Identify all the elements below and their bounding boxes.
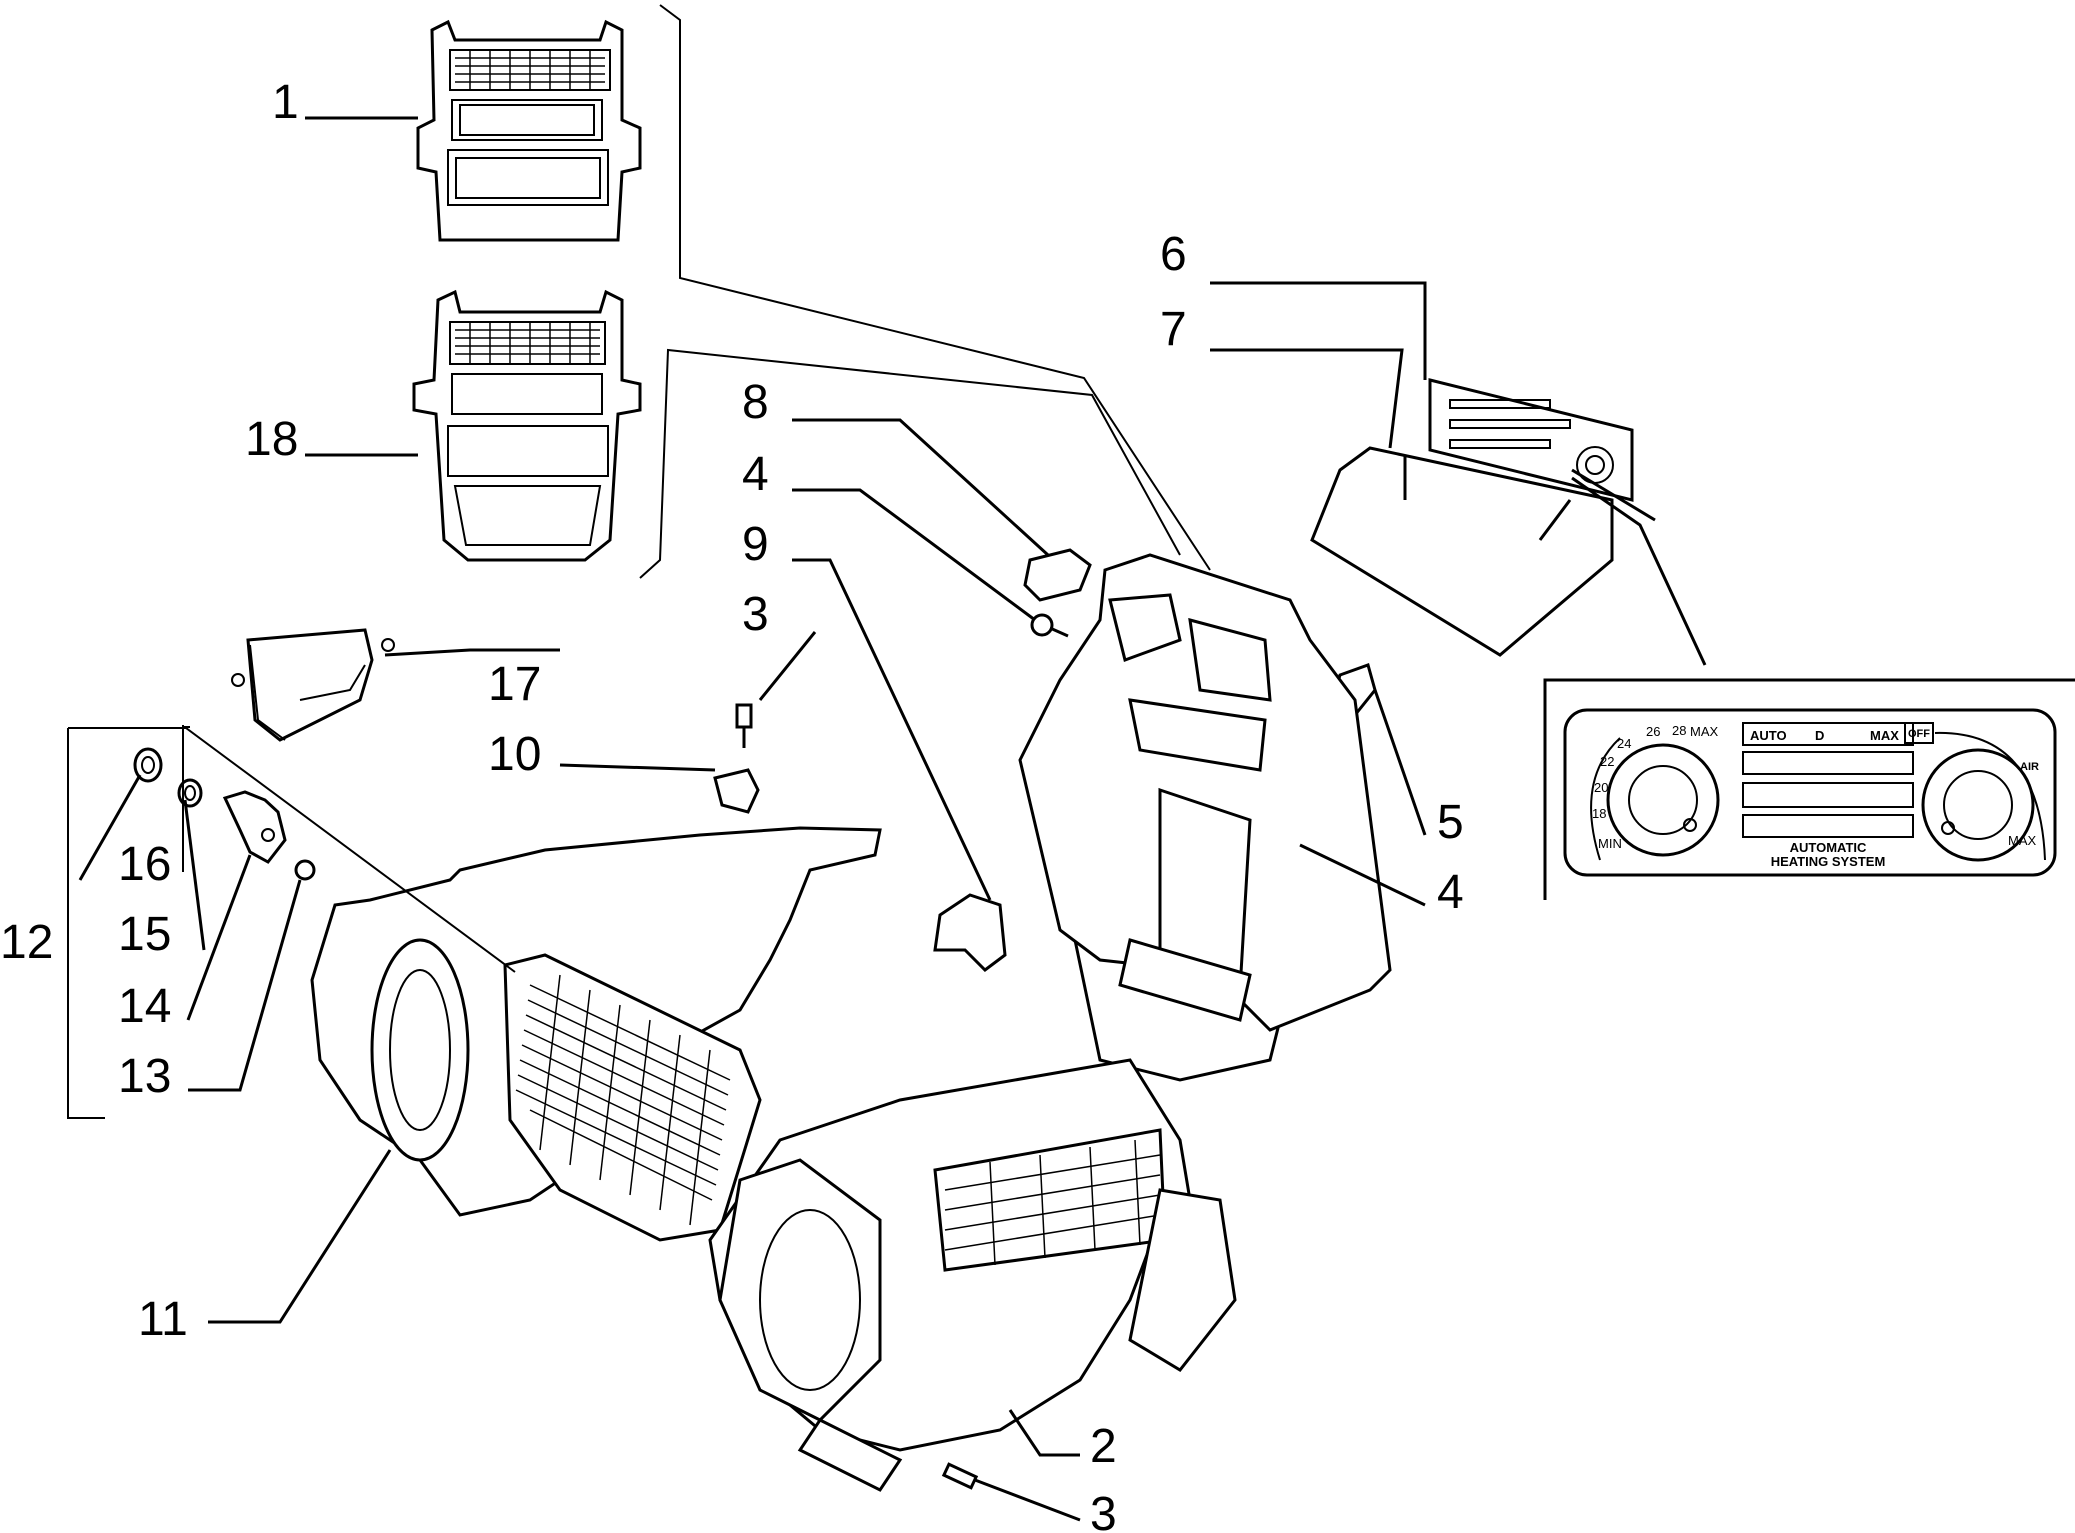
callout-9: 9 bbox=[742, 518, 769, 571]
temp-scale-28: 28 bbox=[1672, 723, 1686, 738]
fan-max-label: MAX bbox=[2008, 833, 2037, 848]
heater-housing bbox=[310, 826, 1287, 1492]
temp-scale-26: 26 bbox=[1646, 724, 1660, 739]
temp-scale-22: 22 bbox=[1600, 754, 1614, 769]
callout-5: 5 bbox=[1437, 796, 1464, 849]
callout-4-lower: 4 bbox=[1437, 866, 1464, 919]
callout-18: 18 bbox=[245, 413, 298, 466]
callout-4-upper: 4 bbox=[742, 448, 769, 501]
callout-15: 15 bbox=[118, 908, 171, 961]
fan-air-label: AIR bbox=[2020, 761, 2039, 773]
callout-2: 2 bbox=[1090, 1420, 1117, 1473]
callout-labels: 1 18 6 7 8 4 9 3 17 10 5 4 16 15 12 14 1… bbox=[0, 76, 1464, 1533]
callout-11: 11 bbox=[138, 1293, 188, 1346]
callout-10: 10 bbox=[488, 728, 541, 781]
leader-lines bbox=[67, 4, 1707, 1522]
part-18-vent-bezel bbox=[412, 289, 642, 562]
parts-13-16-fittings bbox=[133, 747, 316, 881]
air-distribution-frame bbox=[1018, 553, 1392, 1032]
panel-caption-line1: AUTOMATIC bbox=[1790, 840, 1867, 855]
callout-14: 14 bbox=[118, 980, 171, 1033]
temp-scale-18: 18 bbox=[1592, 806, 1606, 821]
callout-8: 8 bbox=[742, 376, 769, 429]
mode-defrost-label: D bbox=[1815, 728, 1824, 743]
temp-scale-20: 20 bbox=[1594, 780, 1608, 795]
temp-scale-min: MIN bbox=[1598, 836, 1622, 851]
callout-13: 13 bbox=[118, 1050, 171, 1103]
callout-16: 16 bbox=[118, 838, 171, 891]
part-6-7-control-unit bbox=[1310, 378, 1634, 657]
temp-scale-24: 24 bbox=[1617, 736, 1631, 751]
part-1-vent-bezel bbox=[416, 19, 642, 242]
callout-12: 12 bbox=[0, 916, 53, 969]
callout-7: 7 bbox=[1160, 303, 1187, 356]
callout-3-upper: 3 bbox=[742, 588, 769, 641]
control-panel-text: MIN 18 20 22 24 26 28 MAX AUTO D MAX OFF… bbox=[1592, 723, 2039, 869]
fan-off-label: OFF bbox=[1908, 728, 1930, 740]
callout-1: 1 bbox=[272, 76, 299, 129]
callout-17: 17 bbox=[488, 658, 541, 711]
callout-3-lower: 3 bbox=[1090, 1488, 1117, 1533]
callout-6: 6 bbox=[1160, 228, 1187, 281]
part-17-bracket bbox=[231, 628, 395, 742]
control-panel-inset bbox=[1543, 678, 2075, 900]
mode-max-label: MAX bbox=[1870, 728, 1899, 743]
small-hardware bbox=[713, 548, 1377, 1490]
mode-auto-label: AUTO bbox=[1750, 728, 1787, 743]
panel-caption-line2: HEATING SYSTEM bbox=[1771, 854, 1886, 869]
temp-scale-max: MAX bbox=[1690, 724, 1719, 739]
